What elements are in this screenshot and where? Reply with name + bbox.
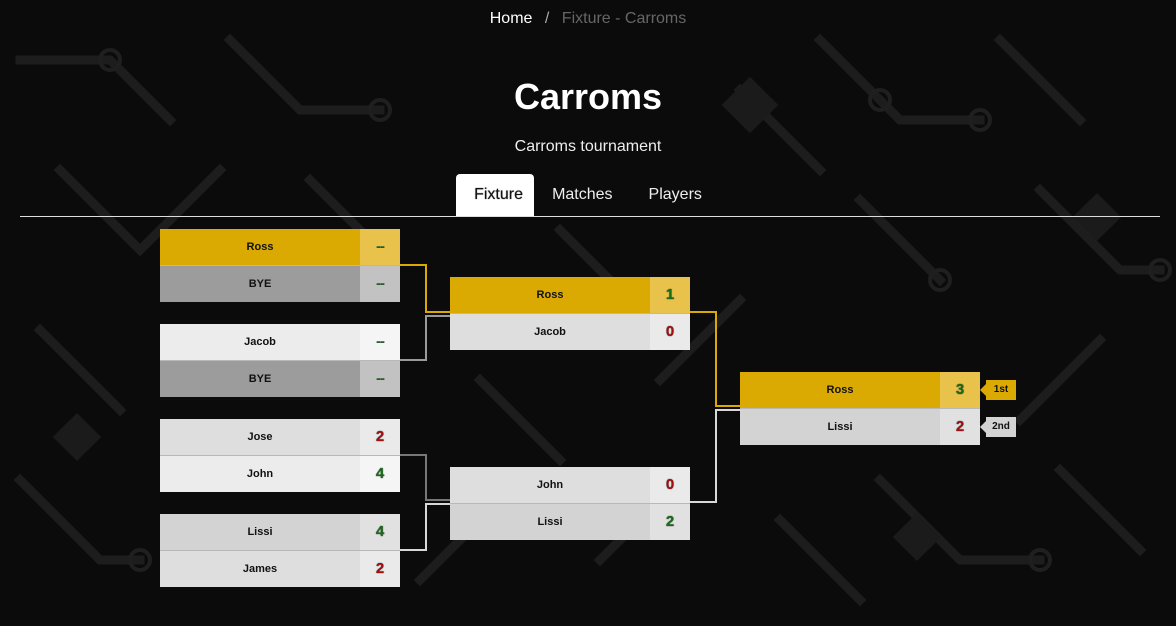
tab-fixture[interactable]: Fixture [456,174,535,216]
first-place-badge: 1st [980,380,1016,400]
tab-bar: Fixture Matches Players [0,174,1176,216]
team-name: Ross [536,289,564,301]
team-name: Lissi [827,421,853,433]
match-r2-2: John 0 Lissi 2 [450,467,690,540]
breadcrumb: Home / Fixture - Carroms [0,10,1176,28]
tab-matches[interactable]: Matches [552,186,613,203]
team-row[interactable]: BYE -- [160,360,400,397]
team-score: 1 [650,277,690,313]
team-score: 2 [360,419,400,455]
team-row[interactable]: Jose 2 [160,419,400,455]
team-row[interactable]: Lissi 4 [160,514,400,550]
team-row[interactable]: Lissi 2 [740,408,980,445]
team-name: Ross [246,241,274,253]
page-subtitle: Carroms tournament [514,138,662,155]
breadcrumb-home-link[interactable]: Home [489,10,533,27]
team-name: Lissi [247,526,273,538]
team-row[interactable]: Ross 1 [450,277,690,313]
team-row[interactable]: Lissi 2 [450,503,690,540]
team-score: -- [360,361,400,397]
team-name: John [246,468,274,480]
breadcrumb-separator: / [544,10,550,27]
team-score: 4 [360,456,400,492]
team-name: Jacob [244,336,276,348]
team-score: 4 [360,514,400,550]
team-score: 0 [650,467,690,503]
team-score: -- [360,229,400,265]
team-row[interactable]: BYE -- [160,265,400,302]
team-name: BYE [248,373,272,385]
team-row[interactable]: Jacob -- [160,324,400,360]
team-score: 0 [650,314,690,350]
team-name: Ross [826,384,854,396]
page-title: Carroms [513,76,663,117]
match-r2-1: Ross 1 Jacob 0 [450,277,690,350]
team-score: 2 [650,504,690,540]
match-r1-4: Lissi 4 James 2 [160,514,400,587]
breadcrumb-current: Fixture - Carroms [561,10,687,27]
tab-players[interactable]: Players [648,186,702,203]
team-name: James [242,563,278,575]
team-name: Jacob [534,326,566,338]
tab-divider [20,216,1160,217]
team-name: BYE [248,278,272,290]
match-r1-2: Jacob -- BYE -- [160,324,400,397]
team-row[interactable]: Ross -- [160,229,400,265]
team-row[interactable]: John 0 [450,467,690,503]
team-score: 2 [940,409,980,445]
second-place-badge: 2nd [980,417,1016,437]
team-row[interactable]: Jacob 0 [450,313,690,350]
match-r1-3: Jose 2 John 4 [160,419,400,492]
team-score: 2 [360,551,400,587]
team-score: -- [360,266,400,302]
team-name: Jose [247,431,273,443]
team-score: 3 [940,372,980,408]
team-name: John [536,479,564,491]
match-final: Ross 3 Lissi 2 [740,372,980,445]
match-r1-1: Ross -- BYE -- [160,229,400,302]
team-score: -- [360,324,400,360]
team-name: Lissi [537,516,563,528]
team-row[interactable]: James 2 [160,550,400,587]
team-row[interactable]: Ross 3 [740,372,980,408]
team-row[interactable]: John 4 [160,455,400,492]
